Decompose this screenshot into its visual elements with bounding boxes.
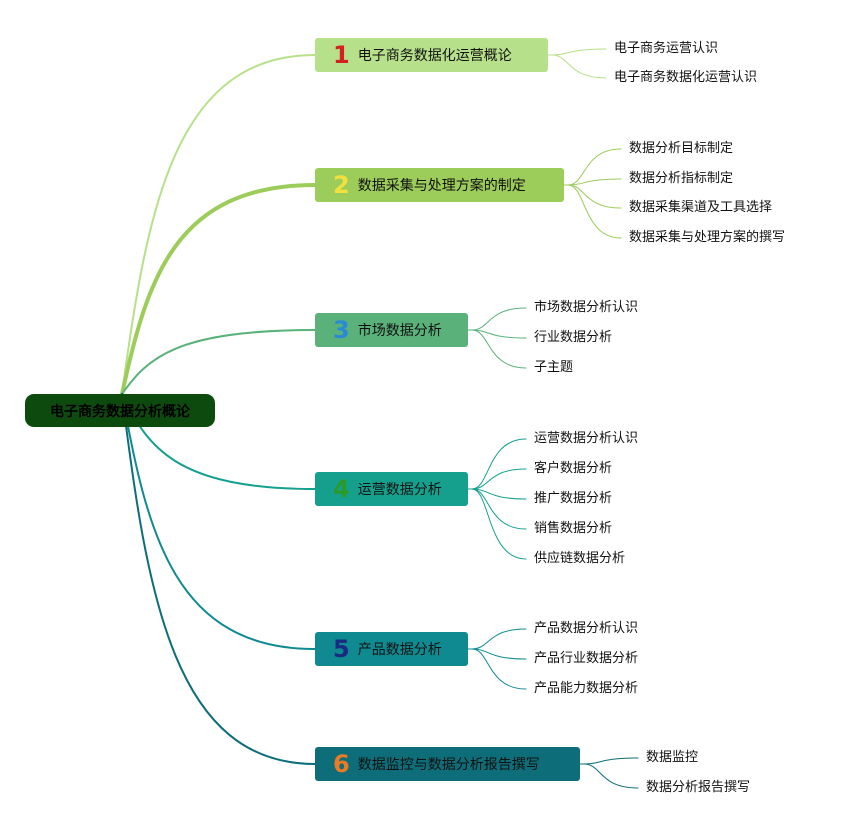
topic-number-badge: 3 xyxy=(333,316,350,344)
topic-number-badge: 6 xyxy=(333,750,350,778)
topic-number-badge: 4 xyxy=(333,475,350,503)
leaf-connector xyxy=(467,488,527,560)
topic-node[interactable]: 4 运营数据分析 xyxy=(315,472,468,506)
leaf-connector xyxy=(467,307,527,331)
topic-node[interactable]: 1 电子商务数据化运营概论 xyxy=(315,38,548,72)
leaf-connector xyxy=(467,438,527,490)
topic-node[interactable]: 5 产品数据分析 xyxy=(315,632,468,666)
subtopic-node[interactable]: 客户数据分析 xyxy=(534,461,613,476)
topic-connector xyxy=(121,329,316,395)
topic-label: 运营数据分析 xyxy=(357,482,442,498)
topic-label: 数据监控与数据分析报告撰写 xyxy=(357,757,540,773)
leaf-connector xyxy=(467,648,527,690)
leaf-connector xyxy=(579,757,639,765)
topic-label: 数据采集与处理方案的制定 xyxy=(357,178,526,194)
subtopic-node[interactable]: 产品能力数据分析 xyxy=(534,681,639,696)
subtopic-node[interactable]: 数据采集渠道及工具选择 xyxy=(629,200,773,215)
subtopic-node[interactable]: 销售数据分析 xyxy=(534,521,613,536)
topic-label: 市场数据分析 xyxy=(357,323,442,339)
subtopic-node[interactable]: 推广数据分析 xyxy=(534,491,613,506)
subtopic-node[interactable]: 数据分析报告撰写 xyxy=(646,780,751,795)
subtopic-node[interactable]: 电子商务数据化运营认识 xyxy=(614,70,758,85)
topic-node[interactable]: 2 数据采集与处理方案的制定 xyxy=(315,168,564,202)
subtopic-node[interactable]: 行业数据分析 xyxy=(534,330,613,345)
root-node-label: 电子商务数据分析概论 xyxy=(50,403,190,420)
subtopic-node[interactable]: 市场数据分析认识 xyxy=(534,300,639,315)
subtopic-node[interactable]: 产品数据分析认识 xyxy=(534,621,639,636)
leaf-connector xyxy=(467,488,527,530)
topic-connector xyxy=(121,54,316,395)
subtopic-node[interactable]: 数据采集与处理方案的撰写 xyxy=(629,230,786,245)
topic-label: 电子商务数据化运营概论 xyxy=(357,48,512,64)
subtopic-node[interactable]: 供应链数据分析 xyxy=(534,551,626,566)
leaf-connector xyxy=(467,329,527,369)
topic-number-badge: 1 xyxy=(333,41,350,69)
leaf-connector xyxy=(467,468,527,490)
subtopic-node[interactable]: 数据监控 xyxy=(646,750,699,765)
leaf-connector xyxy=(547,48,607,56)
leaf-connector xyxy=(563,184,622,239)
topic-node[interactable]: 6 数据监控与数据分析报告撰写 xyxy=(315,747,580,781)
subtopic-node[interactable]: 数据分析指标制定 xyxy=(629,171,734,186)
topic-connector xyxy=(121,393,316,650)
leaf-connector xyxy=(547,54,607,79)
leaf-connector xyxy=(563,184,622,209)
topic-number-badge: 5 xyxy=(333,635,350,663)
subtopic-node[interactable]: 产品行业数据分析 xyxy=(534,651,639,666)
topic-connector xyxy=(120,183,317,396)
subtopic-node[interactable]: 运营数据分析认识 xyxy=(534,431,639,446)
subtopic-node[interactable]: 子主题 xyxy=(534,360,574,375)
leaf-connector xyxy=(579,763,639,789)
root-node[interactable]: 电子商务数据分析概论 xyxy=(25,394,215,427)
subtopic-node[interactable]: 电子商务运营认识 xyxy=(614,41,719,56)
topic-connector xyxy=(121,393,316,765)
leaf-connector xyxy=(467,628,527,650)
subtopic-node[interactable]: 数据分析目标制定 xyxy=(629,141,734,156)
topic-number-badge: 2 xyxy=(333,171,350,199)
topic-label: 产品数据分析 xyxy=(357,642,442,658)
topic-node[interactable]: 3 市场数据分析 xyxy=(315,313,468,347)
